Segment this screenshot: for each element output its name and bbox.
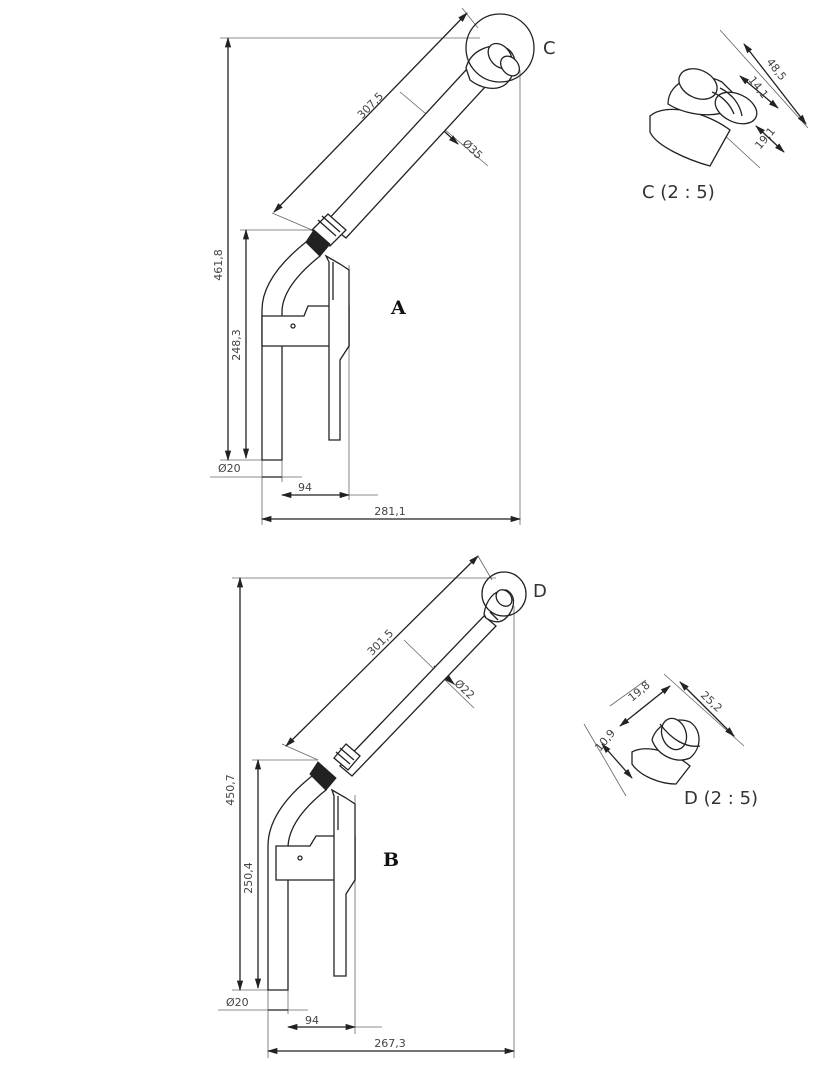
svg-text:C: C xyxy=(543,38,556,59)
view-label-b: B xyxy=(383,849,399,871)
svg-text:267,3: 267,3 xyxy=(374,1037,406,1050)
svg-text:94: 94 xyxy=(305,1014,319,1027)
svg-text:25,2: 25,2 xyxy=(698,689,725,715)
svg-text:10,9: 10,9 xyxy=(592,727,618,754)
dim-offset-b: 94 xyxy=(286,1014,382,1031)
base-post-b xyxy=(267,775,327,991)
dim-height-lower-b: 250,4 xyxy=(242,758,262,990)
svg-text:Ø20: Ø20 xyxy=(218,462,241,475)
base-post-a xyxy=(261,241,321,461)
svg-text:14,1: 14,1 xyxy=(746,74,771,101)
detail-circle-c: C xyxy=(465,13,556,83)
svg-text:19,8: 19,8 xyxy=(626,679,653,705)
view-a: 461,8 248,3 281,1 94 Ø20 xyxy=(210,7,556,525)
svg-text:301,5: 301,5 xyxy=(365,627,396,658)
detail-label-c: C (2 : 5) xyxy=(642,182,715,203)
head-a xyxy=(465,42,521,90)
svg-text:Ø20: Ø20 xyxy=(226,996,249,1009)
arm-tube-b xyxy=(309,615,497,791)
svg-text:281,1: 281,1 xyxy=(374,505,406,518)
dim-height-total-b: 450,7 xyxy=(224,576,244,992)
dim-width-total-a: 281,1 xyxy=(260,505,522,523)
dim-height-total-a: 461,8 xyxy=(212,36,232,462)
view-b: 450,7 250,4 267,3 94 Ø20 301,5 xyxy=(218,555,547,1058)
detail-circle-d: D xyxy=(481,571,547,617)
svg-text:248,3: 248,3 xyxy=(230,329,243,361)
svg-text:450,7: 450,7 xyxy=(224,774,237,806)
svg-text:Ø35: Ø35 xyxy=(460,137,485,162)
svg-text:250,4: 250,4 xyxy=(242,862,255,894)
support-bar-a xyxy=(324,254,350,441)
detail-view-d: 19,8 25,2 10,9 D (2 : 5) xyxy=(583,673,758,809)
svg-text:D: D xyxy=(533,581,547,602)
arm-tube-a xyxy=(305,69,487,257)
detail-label-d: D (2 : 5) xyxy=(684,788,758,809)
svg-text:307,5: 307,5 xyxy=(355,90,386,122)
dim-offset-a: 94 xyxy=(280,481,378,499)
dim-width-total-b: 267,3 xyxy=(266,1037,516,1055)
dim-base-diameter-a: Ø20 xyxy=(210,462,302,478)
dim-height-lower-a: 248,3 xyxy=(230,228,250,460)
svg-text:48,5: 48,5 xyxy=(764,56,789,83)
head-b xyxy=(483,589,515,623)
svg-text:19,1: 19,1 xyxy=(752,125,778,152)
support-bar-b xyxy=(330,788,356,977)
svg-text:461,8: 461,8 xyxy=(212,249,225,281)
detail-view-c: 48,5 14,1 19,1 C (2 : 5) xyxy=(642,29,809,203)
svg-text:Ø22: Ø22 xyxy=(452,677,477,702)
view-label-a: A xyxy=(390,297,406,319)
svg-text:94: 94 xyxy=(298,481,312,494)
dim-base-diameter-b: Ø20 xyxy=(218,996,308,1011)
